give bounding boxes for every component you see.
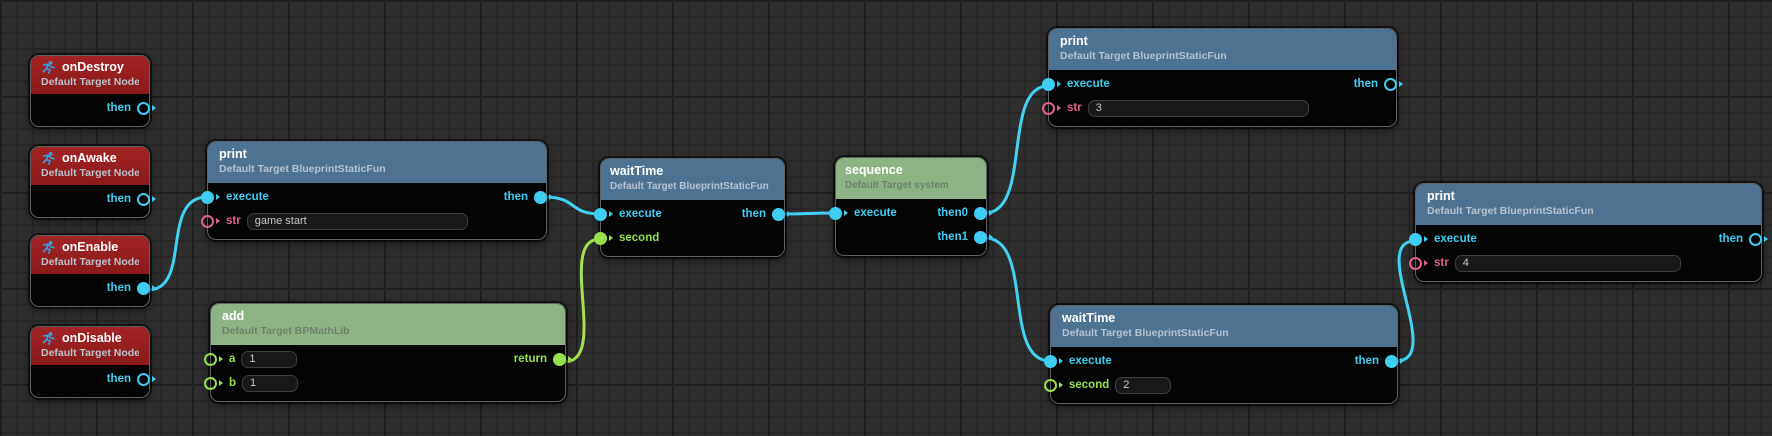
a-input-pin[interactable] [204, 353, 223, 366]
node-title: print [219, 147, 535, 162]
second-value-field[interactable] [1115, 377, 1171, 394]
pin-label-a: a [229, 353, 235, 365]
node-subtitle: Default Target system [845, 178, 980, 193]
return-output-pin[interactable] [553, 353, 572, 366]
second-input-pin[interactable] [594, 232, 613, 245]
then-output-pin[interactable] [1384, 78, 1403, 91]
node-subtitle: Default Target BPMathLib [222, 324, 554, 339]
node-onDestroy[interactable]: onDestroy Default Target Node then [30, 55, 150, 127]
node-subtitle: Default Target BlueprintStaticFun [219, 162, 535, 177]
then-output-pin[interactable] [137, 102, 156, 115]
wire-print-waitTime[interactable] [545, 197, 600, 214]
node-title: print [1427, 189, 1750, 204]
node-subtitle: Default Target BlueprintStaticFun [610, 179, 778, 194]
str-input-pin[interactable] [201, 215, 220, 228]
node-print-3[interactable]: print Default Target BlueprintStaticFun … [1415, 183, 1762, 282]
wire-sequence-then1-waitTime[interactable] [985, 238, 1050, 361]
execute-input-pin[interactable] [201, 191, 220, 204]
pin-label-return: return [514, 353, 547, 365]
node-subtitle: Default Target Node [41, 75, 139, 89]
then-output-pin[interactable] [1749, 233, 1768, 246]
node-title: onEnable [62, 240, 118, 255]
pin-label-execute: execute [226, 191, 269, 203]
then-output-pin[interactable] [772, 208, 791, 221]
node-onEnable[interactable]: onEnable Default Target Node then [30, 235, 150, 307]
b-value-field[interactable] [242, 375, 298, 392]
event-runner-icon [41, 331, 56, 346]
pin-label-execute: execute [1434, 233, 1477, 245]
str-value-field[interactable] [247, 213, 468, 230]
pin-label-execute: execute [619, 208, 662, 220]
pin-label-then1: then1 [937, 231, 968, 243]
pin-label-b: b [229, 377, 236, 389]
node-subtitle: Default Target BlueprintStaticFun [1060, 49, 1385, 64]
execute-input-pin[interactable] [1042, 78, 1061, 91]
then-output-pin[interactable] [534, 191, 553, 204]
wire-add-waitTime-second[interactable] [564, 239, 600, 362]
pin-label-execute: execute [854, 207, 897, 219]
then-output-pin[interactable] [1385, 355, 1404, 368]
event-runner-icon [41, 240, 56, 255]
event-runner-icon [41, 60, 56, 75]
node-onAwake[interactable]: onAwake Default Target Node then [30, 146, 150, 218]
execute-input-pin[interactable] [594, 208, 613, 221]
node-title: onDisable [62, 331, 122, 346]
wire-onEnable-print[interactable] [148, 197, 207, 290]
pin-label-second: second [1069, 379, 1109, 391]
pin-label-execute: execute [1067, 78, 1110, 90]
second-input-pin[interactable] [1044, 379, 1063, 392]
then-output-pin[interactable] [137, 282, 156, 295]
node-print-1[interactable]: print Default Target BlueprintStaticFun … [207, 141, 547, 240]
then-output-pin[interactable] [137, 193, 156, 206]
pin-label-then0: then0 [937, 207, 968, 219]
pin-label-then: then [107, 102, 131, 114]
node-title: onDestroy [62, 60, 124, 75]
pin-label-then: then [504, 191, 528, 203]
execute-input-pin[interactable] [1044, 355, 1063, 368]
pin-label-str: str [1434, 257, 1449, 269]
pin-label-then: then [107, 193, 131, 205]
wire-sequence-then0-print[interactable] [985, 86, 1048, 213]
pin-label-then: then [107, 282, 131, 294]
pin-label-str: str [226, 215, 241, 227]
node-sequence[interactable]: sequence Default Target system execute t… [835, 157, 987, 256]
node-title: print [1060, 34, 1385, 49]
node-subtitle: Default Target Node [41, 255, 139, 269]
node-title: add [222, 309, 554, 324]
node-add[interactable]: add Default Target BPMathLib a return b [210, 303, 566, 402]
pin-label-second: second [619, 232, 659, 244]
pin-label-then: then [1355, 355, 1379, 367]
node-waitTime-1[interactable]: waitTime Default Target BlueprintStaticF… [600, 158, 785, 257]
event-runner-icon [41, 151, 56, 166]
node-onDisable[interactable]: onDisable Default Target Node then [30, 326, 150, 398]
node-title: waitTime [610, 164, 778, 179]
then-output-pin[interactable] [137, 373, 156, 386]
node-subtitle: Default Target BlueprintStaticFun [1062, 326, 1386, 341]
execute-input-pin[interactable] [829, 207, 848, 220]
str-value-field[interactable] [1088, 100, 1309, 117]
node-subtitle: Default Target Node [41, 166, 139, 180]
execute-input-pin[interactable] [1409, 233, 1428, 246]
str-input-pin[interactable] [1409, 257, 1428, 270]
node-title: sequence [845, 163, 980, 178]
pin-label-execute: execute [1069, 355, 1112, 367]
then1-output-pin[interactable] [974, 231, 993, 244]
pin-label-then: then [107, 373, 131, 385]
pin-label-then: then [1719, 233, 1743, 245]
b-input-pin[interactable] [204, 377, 223, 390]
node-title: waitTime [1062, 311, 1386, 326]
pin-label-then: then [742, 208, 766, 220]
node-subtitle: Default Target Node [41, 346, 139, 360]
str-input-pin[interactable] [1042, 102, 1061, 115]
node-waitTime-2[interactable]: waitTime Default Target BlueprintStaticF… [1050, 305, 1398, 404]
node-title: onAwake [62, 151, 117, 166]
node-subtitle: Default Target BlueprintStaticFun [1427, 204, 1750, 219]
str-value-field[interactable] [1455, 255, 1681, 272]
a-value-field[interactable] [241, 351, 297, 368]
then0-output-pin[interactable] [974, 207, 993, 220]
node-print-2[interactable]: print Default Target BlueprintStaticFun … [1048, 28, 1397, 127]
pin-label-str: str [1067, 102, 1082, 114]
pin-label-then: then [1354, 78, 1378, 90]
